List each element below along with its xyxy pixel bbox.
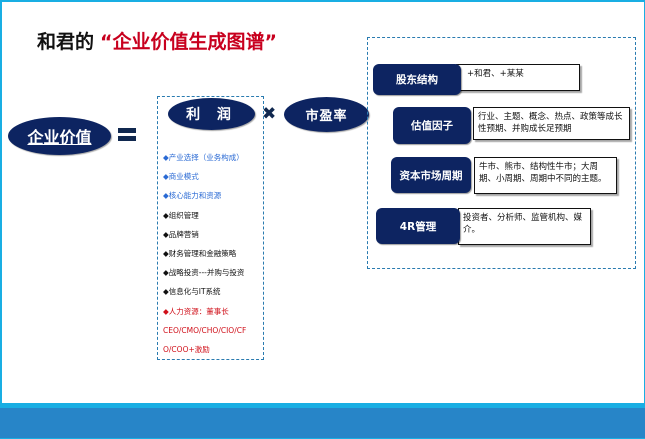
list-item: ◆组织管理 [163,210,199,220]
equals-icon [118,128,136,144]
pe-ratio-label: 市盈率 [305,109,348,124]
frame-top-border [0,0,645,2]
profit-label: 利 润 [186,107,237,123]
shareholder-structure-desc: +和君、+某某 [456,64,580,91]
footer-stripe [0,403,645,408]
profit-group-box [157,96,264,360]
list-item: ◆品牌营销 [163,229,199,239]
multiply-icon: ✖ [262,104,277,124]
frame-left-border [0,0,2,439]
list-item: ◆核心能力和资源 [163,191,222,201]
4r-management-tag: 4R管理 [376,208,460,244]
valuation-factor-desc: 行业、主题、概念、热点、政策等成长性预期、并购成长足预期 [473,107,630,140]
pe-group-box [367,37,636,269]
list-item: O/COO+激励 [163,345,210,355]
4r-management-desc: 投资者、分析师、监管机构、媒介。 [458,208,591,245]
enterprise-value-label: 企业价值 [27,128,92,147]
list-item: ◆人力资源：董事长 [163,306,229,316]
list-item: ◆财务管理和金融策略 [163,249,237,259]
enterprise-value-ellipse: 企业价值 [8,117,111,155]
market-cycle-desc: 牛市、熊市、结构性牛市；大周期、小周期、周期中不同的主题。 [474,157,617,194]
list-item: ◆商业模式 [163,172,199,182]
market-cycle-tag: 资本市场周期 [391,157,471,193]
list-item: ◆产业选择（业务构成） [163,153,244,162]
title-highlight: “企业价值生成图谱” [100,31,277,53]
list-item: ◆战略投资---并购与投资 [163,268,245,278]
list-item: CEO/CMO/CHO/CIO/CF [163,325,247,335]
list-item: ◆信息化与IT系统 [163,287,221,297]
page-title: 和君的“企业价值生成图谱” [37,27,277,54]
title-prefix: 和君的 [37,31,95,53]
footer-band [0,408,645,439]
profit-factor-list: ◆产业选择（业务构成） ◆商业模式 ◆核心能力和资源 ◆组织管理 ◆品牌营销 ◆… [163,148,267,359]
shareholder-structure-tag: 股东结构 [373,64,461,95]
profit-ellipse: 利 润 [168,98,255,130]
pe-ratio-ellipse: 市盈率 [284,97,369,132]
valuation-factor-tag: 估值因子 [393,107,471,144]
